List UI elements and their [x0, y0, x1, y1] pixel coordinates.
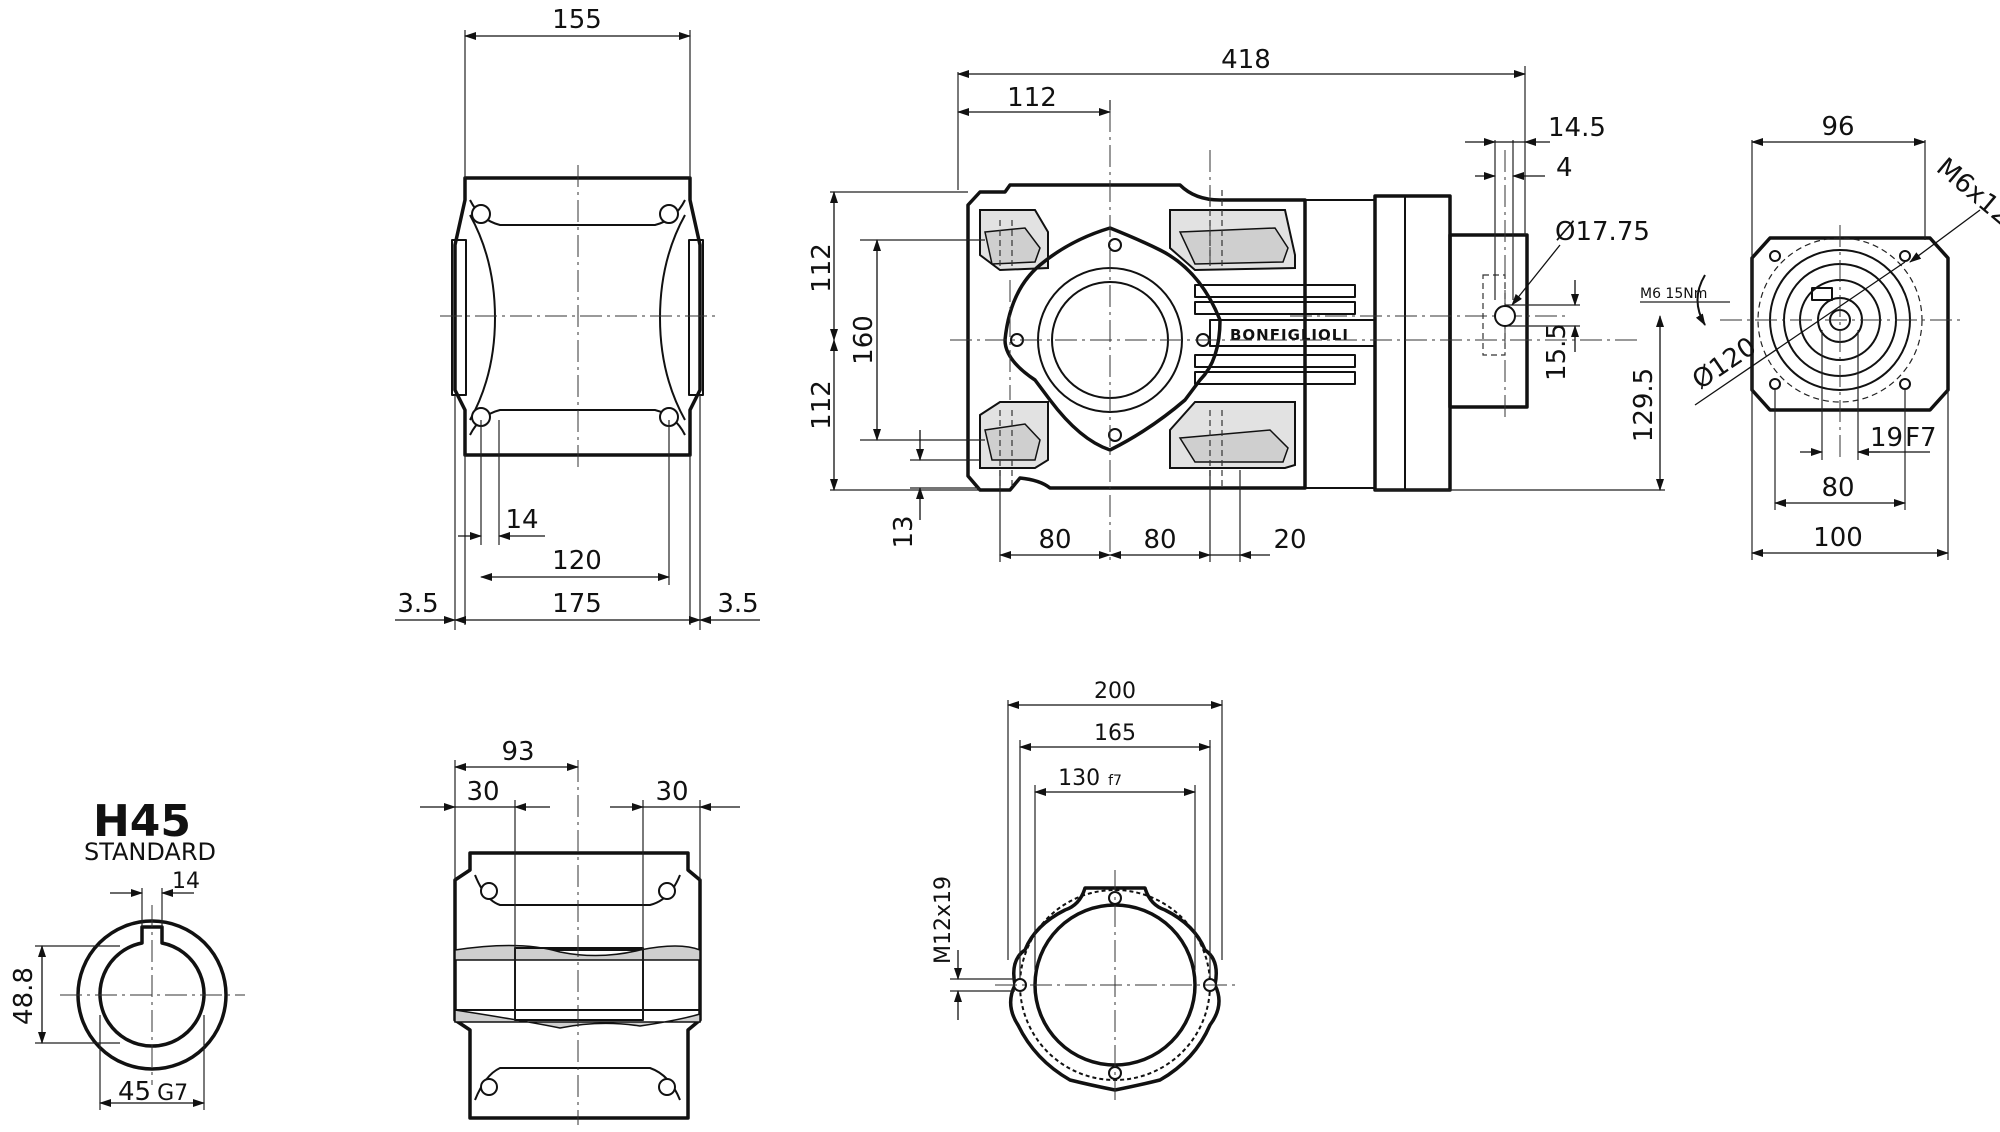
dim-19-fit: F7: [1905, 423, 1937, 453]
dim-130: 130 f7: [1058, 766, 1122, 791]
thread-m12x19: M12x19: [931, 876, 956, 964]
dim-48-8: 48.8: [9, 967, 39, 1025]
side-view: 155 14 120 175 3.5 3.5: [395, 5, 760, 630]
dim-112-upper: 112: [807, 243, 837, 293]
dim-200: 200: [1094, 679, 1136, 704]
dim-4: 4: [1556, 153, 1573, 183]
shaft-title: H45: [93, 796, 191, 847]
dim-30-left: 30: [466, 777, 499, 807]
dim-130-value: 130: [1058, 766, 1100, 791]
dim-112-lower: 112: [807, 380, 837, 430]
dim-129-5: 129.5: [1629, 368, 1659, 442]
dim-155: 155: [552, 5, 602, 35]
motor-end-view: 96 M6x12 Ø120 M6 15Nm 19F7 80 100: [1640, 112, 2000, 560]
dim-96: 96: [1821, 112, 1854, 142]
dim-80-right: 80: [1143, 525, 1176, 555]
dim-120: 120: [552, 546, 602, 576]
torque-spec: M6 15Nm: [1640, 286, 1707, 302]
dim-175: 175: [552, 589, 602, 619]
dim-80-left: 80: [1038, 525, 1071, 555]
brand-label: BONFIGLIOLI: [1230, 326, 1349, 344]
bottom-view: 93 30 30: [420, 737, 740, 1125]
dim-shaft-dia: Ø17.75: [1555, 217, 1650, 247]
dim-112-top: 112: [1007, 83, 1057, 113]
dim-80: 80: [1821, 473, 1854, 503]
dim-93: 93: [501, 737, 534, 767]
flange-view: 200 165 130 f7 M12x19: [931, 679, 1235, 1100]
dim-100: 100: [1813, 523, 1863, 553]
dim-bore-fit: G7: [157, 1081, 188, 1106]
dim-14: 14: [505, 505, 538, 535]
dim-20: 20: [1273, 525, 1306, 555]
dim-key-14: 14: [172, 869, 200, 894]
shaft-subtitle: STANDARD: [84, 838, 216, 866]
dim-13: 13: [889, 515, 919, 548]
front-view: BONFIGLIOLI: [807, 45, 1665, 562]
dim-30-right: 30: [655, 777, 688, 807]
dim-19: 19F7: [1870, 423, 1937, 453]
dim-14-5: 14.5: [1548, 113, 1606, 143]
dim-bore-value: 45: [118, 1077, 151, 1107]
dim-160: 160: [849, 315, 879, 365]
dim-418: 418: [1221, 45, 1271, 75]
dim-19-value: 19: [1870, 423, 1903, 453]
dim-15-5: 15.5: [1542, 323, 1572, 381]
dim-130-fit: f7: [1108, 773, 1122, 789]
dim-3-5-left: 3.5: [397, 589, 438, 619]
thread-m6x12: M6x12: [1931, 152, 2000, 231]
dim-3-5-right: 3.5: [717, 589, 758, 619]
dim-165: 165: [1094, 721, 1136, 746]
